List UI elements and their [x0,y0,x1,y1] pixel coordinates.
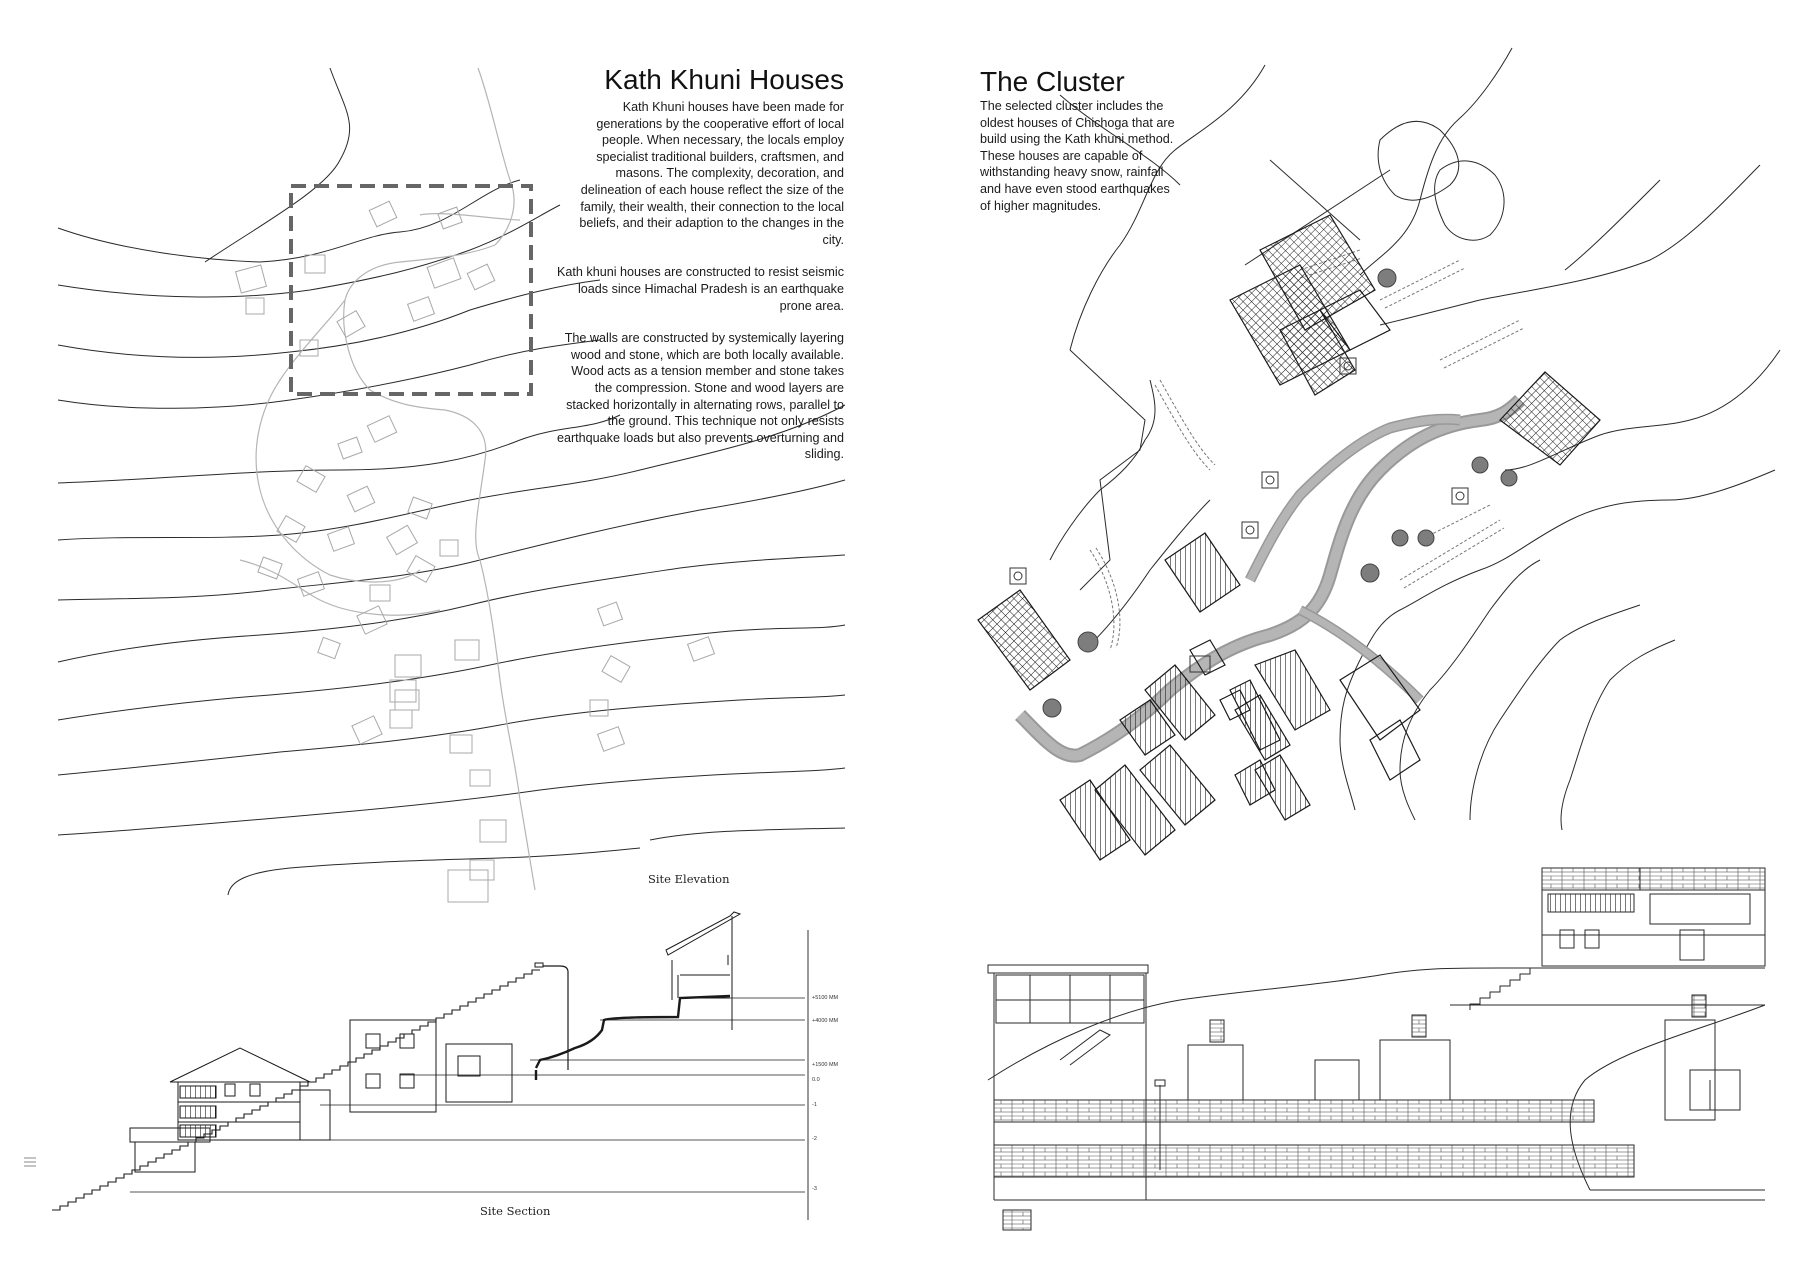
trees [1042,268,1518,718]
right-panel-title: The Cluster [980,66,1125,97]
contour-line [57,624,846,721]
level-label: +1500 MM [812,1062,839,1068]
level-label: +4000 MM [812,1018,839,1024]
level-label: +5100 MM [812,995,839,1001]
level-label: 0.0 [812,1077,820,1083]
contour-line [204,67,351,263]
description-paragraph: Kath Khuni houses have been made for gen… [579,100,844,247]
description-paragraph: The walls are constructed by systemicall… [556,331,844,462]
left-panel-description: Kath Khuni houses have been made for gen… [555,99,844,479]
contour-line [57,404,846,541]
contour-line [57,339,601,409]
level-labels: +5100 MM +4000 MM +1500 MM 0.0 -1 -2 -3 [812,995,839,1192]
selection-dashed-box [289,184,533,396]
description-paragraph: Kath khuni houses are constructed to res… [557,265,844,313]
map-building-footprints [234,200,716,903]
cluster-roads [1015,394,1525,763]
contour-line [57,414,621,484]
contour-line [57,694,846,776]
right-panel-description: The selected cluster includes the oldest… [980,99,1175,213]
contour-line [649,827,846,841]
cluster-elevation [987,867,1766,1231]
contour-line [57,179,521,263]
level-label: -1 [812,1102,817,1108]
contour-line [57,554,846,663]
cluster-plan [1049,47,1781,831]
map-roads [239,67,536,891]
contour-line [57,279,601,358]
level-label: -2 [812,1136,817,1142]
contour-line [57,204,561,298]
contour-line [227,847,641,896]
site-elevation-caption: Site Elevation [648,872,730,886]
level-label: -3 [812,1186,817,1192]
left-panel-title: Kath Khuni Houses [604,64,844,95]
contour-map [57,67,846,896]
contour-line [57,767,846,836]
site-section-caption: Site Section [480,1204,551,1218]
site-section-drawing [24,911,809,1220]
cluster-houses [977,214,1601,861]
small-structures [1009,357,1469,673]
